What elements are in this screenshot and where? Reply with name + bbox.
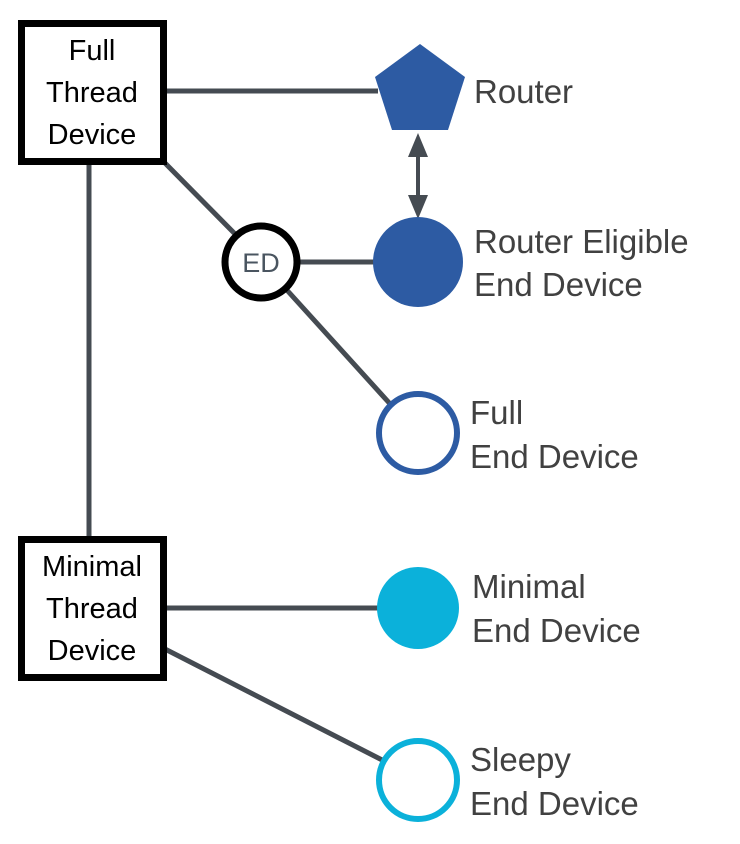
router-eligible-end-device-circle-icon[interactable] bbox=[373, 217, 463, 307]
full-thread-device-label-line2: Thread bbox=[46, 77, 138, 109]
legend-item-router[interactable]: Router bbox=[375, 44, 573, 130]
sleepy-end-device-label-line2: End Device bbox=[470, 785, 639, 822]
node-full-thread-device[interactable]: Full Thread Device bbox=[18, 20, 167, 165]
minimal-thread-device-label-line1: Minimal bbox=[42, 551, 142, 583]
end-device-label: ED bbox=[242, 248, 280, 278]
full-end-device-circle-icon[interactable] bbox=[376, 391, 460, 475]
router-pentagon-icon[interactable] bbox=[375, 44, 465, 130]
full-thread-device-box[interactable] bbox=[18, 20, 167, 165]
connector-mtd-to-sed bbox=[161, 645, 388, 765]
minimal-end-device-label-line2: End Device bbox=[472, 612, 641, 649]
arrow-head-up-icon bbox=[408, 133, 428, 157]
node-end-device[interactable]: ED bbox=[221, 222, 301, 302]
sleepy-end-device-circle-icon[interactable] bbox=[376, 738, 460, 822]
double-arrow-router-reed bbox=[408, 133, 428, 219]
legend-item-router-eligible-end-device[interactable]: Router Eligible End Device bbox=[373, 217, 689, 307]
minimal-thread-device-box[interactable] bbox=[18, 536, 167, 681]
connectors-layer bbox=[86, 88, 394, 765]
connector-ed-to-fed bbox=[283, 286, 394, 408]
minimal-thread-device-label-line3: Device bbox=[48, 635, 137, 667]
minimal-thread-device-label-line2: Thread bbox=[46, 593, 138, 625]
node-minimal-thread-device[interactable]: Minimal Thread Device bbox=[18, 536, 167, 681]
connector-ftd-to-ed bbox=[161, 159, 241, 240]
legend-item-minimal-end-device[interactable]: Minimal End Device bbox=[377, 567, 641, 649]
full-thread-device-label-line1: Full bbox=[69, 35, 116, 67]
router-eligible-end-device-label-line2: End Device bbox=[474, 266, 643, 303]
full-thread-device-label-line3: Device bbox=[48, 119, 137, 151]
sleepy-end-device-label-line1: Sleepy bbox=[470, 741, 571, 778]
arrow-head-down-icon bbox=[408, 195, 428, 219]
router-eligible-end-device-label-line1: Router Eligible bbox=[474, 223, 689, 260]
legend-item-full-end-device[interactable]: Full End Device bbox=[376, 391, 639, 475]
minimal-end-device-circle-icon[interactable] bbox=[377, 567, 459, 649]
minimal-end-device-label-line1: Minimal bbox=[472, 568, 586, 605]
end-device-circle[interactable] bbox=[221, 222, 301, 302]
full-end-device-label-line2: End Device bbox=[470, 438, 639, 475]
router-label-line1: Router bbox=[474, 73, 573, 110]
legend-item-sleepy-end-device[interactable]: Sleepy End Device bbox=[376, 738, 639, 822]
full-end-device-label-line1: Full bbox=[470, 394, 523, 431]
